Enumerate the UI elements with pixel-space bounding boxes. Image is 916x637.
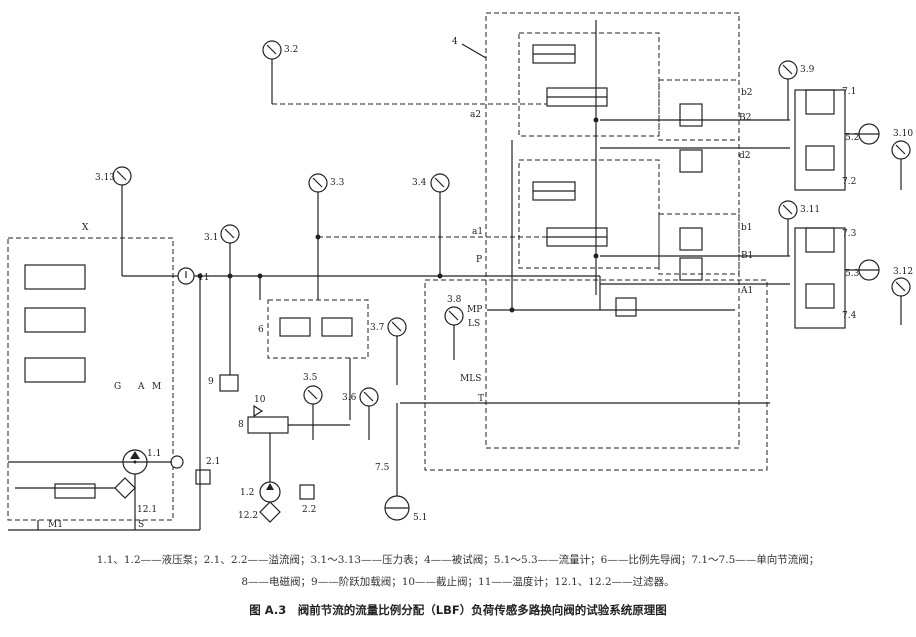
- label-flow-5-2: 5.2: [845, 133, 859, 143]
- label-throttle-7-5: 7.5: [375, 463, 390, 473]
- label-flow-5-3: 5.3: [845, 269, 860, 279]
- label-port-X: X: [82, 223, 89, 233]
- label-check-7-3: 7.3: [842, 229, 857, 239]
- relief-valve-2-2: [299, 484, 315, 500]
- check-throttle-7-1: [805, 89, 835, 115]
- gauge-3-1-icon: [220, 224, 240, 276]
- label-filter-12-2: 12.2: [238, 511, 258, 521]
- label-gauge-3-7: 3.7: [370, 323, 385, 333]
- label-gauge-3-1: 3.1: [204, 233, 218, 243]
- gauge-3-11-icon: [778, 200, 798, 256]
- label-port-B1: B1: [741, 251, 753, 261]
- step-load-valve-9: [219, 374, 239, 392]
- label-check-7-1: 7.1: [842, 87, 856, 97]
- label-relief-2-1: 2.1: [206, 457, 220, 467]
- label-stepload-9: 9: [208, 377, 214, 387]
- label-port-A1: A1: [740, 286, 753, 296]
- flow-meter-5-3-icon: [858, 259, 880, 281]
- check-throttle-7-2: [805, 145, 835, 171]
- gauge-3-2-icon: [262, 40, 282, 104]
- label-port-M: M: [152, 382, 161, 392]
- label-port-a2: a2: [470, 110, 481, 120]
- label-gauge-3-5: 3.5: [303, 373, 318, 383]
- solenoid-valve-8: [247, 416, 289, 434]
- label-port-a1: a1: [472, 227, 483, 237]
- label-valve-4: 4: [452, 37, 458, 47]
- label-pilot-6: 6: [258, 325, 264, 335]
- label-solenoid-8: 8: [238, 420, 244, 430]
- label-gauge-3-2: 3.2: [284, 45, 298, 55]
- label-gauge-3-6: 3.6: [342, 393, 357, 403]
- check-throttle-7-3: [805, 227, 835, 253]
- label-port-b1: b1: [741, 223, 753, 233]
- label-gauge-3-3: 3.3: [330, 178, 345, 188]
- gauge-3-7-icon: [387, 317, 407, 385]
- stop-valve-10-icon: [253, 404, 264, 418]
- gauge-3-3-icon: [308, 173, 328, 300]
- pump-station-enclosure: [7, 237, 174, 521]
- label-port-d2: d2: [739, 151, 751, 161]
- check-throttle-7-4: [805, 283, 835, 309]
- label-flow-5-1: 5.1: [413, 513, 427, 523]
- label-check-7-2: 7.2: [842, 177, 856, 187]
- legend-line-2: 8——电磁阀；9——阶跃加载阀；10——截止阀；11——温度计；12.1、12.…: [241, 576, 675, 588]
- label-port-LS: LS: [468, 319, 480, 329]
- label-gauge-3-10: 3.10: [893, 129, 913, 139]
- label-stop-10: 10: [254, 395, 266, 405]
- legend-line-1: 1.1、1.2——液压泵；2.1、2.2——溢流阀；3.1～3.13——压力表；…: [96, 554, 820, 566]
- label-port-MLS: MLS: [460, 374, 481, 384]
- label-gauge-3-9: 3.9: [800, 65, 815, 75]
- flow-meter-5-1-icon: [384, 403, 410, 521]
- label-port-T: T: [478, 394, 484, 404]
- label-gauge-3-12: 3.12: [893, 267, 913, 277]
- label-port-S: S: [138, 520, 144, 530]
- gauge-3-12-icon: [891, 277, 911, 325]
- label-relief-2-2: 2.2: [302, 505, 316, 515]
- upper-valve-section: [518, 32, 660, 137]
- label-pump-1-1: 1.1: [147, 449, 161, 459]
- gauge-3-4-icon: [430, 173, 450, 276]
- label-filter-12-1: 12.1: [137, 505, 157, 515]
- label-port-B2: B2: [739, 113, 751, 123]
- thermometer-11-icon: [177, 267, 195, 285]
- filter-12-2-icon: [259, 501, 281, 523]
- label-pump-1-2: 1.2: [240, 488, 254, 498]
- relief-valve-2-1: [195, 469, 211, 485]
- hydraulic-schematic: 4: [7, 12, 913, 531]
- gauge-3-6-icon: [359, 387, 379, 440]
- label-port-A: A: [137, 382, 145, 392]
- label-gauge-3-4: 3.4: [412, 178, 427, 188]
- label-port-b2: b2: [741, 88, 753, 98]
- gauge-3-13-icon: [112, 166, 132, 276]
- figure-caption: 图 A.3 阀前节流的流量比例分配（LBF）负荷传感多路换向阀的试验系统原理图: [249, 603, 667, 617]
- label-port-M1: M1: [48, 520, 63, 530]
- gauge-3-5-icon: [303, 385, 323, 440]
- pump-1-2-icon: [259, 481, 281, 503]
- lower-valve-section: [518, 159, 660, 269]
- gauge-3-9-icon: [778, 60, 798, 120]
- label-gauge-3-11: 3.11: [800, 205, 820, 215]
- flow-meter-5-2-icon: [858, 123, 880, 145]
- label-gauge-3-8: 3.8: [447, 295, 462, 305]
- pilot-valve-6: [267, 299, 369, 359]
- label-port-G: G: [114, 382, 121, 392]
- gauge-3-10-icon: [891, 140, 911, 190]
- label-port-MP: MP: [467, 305, 482, 315]
- label-check-7-4: 7.4: [842, 311, 857, 321]
- label-thermo-11: 11: [198, 273, 209, 283]
- gauge-3-8-icon: [444, 306, 464, 360]
- label-port-P: P: [476, 255, 482, 265]
- label-gauge-3-13: 3.13: [95, 173, 115, 183]
